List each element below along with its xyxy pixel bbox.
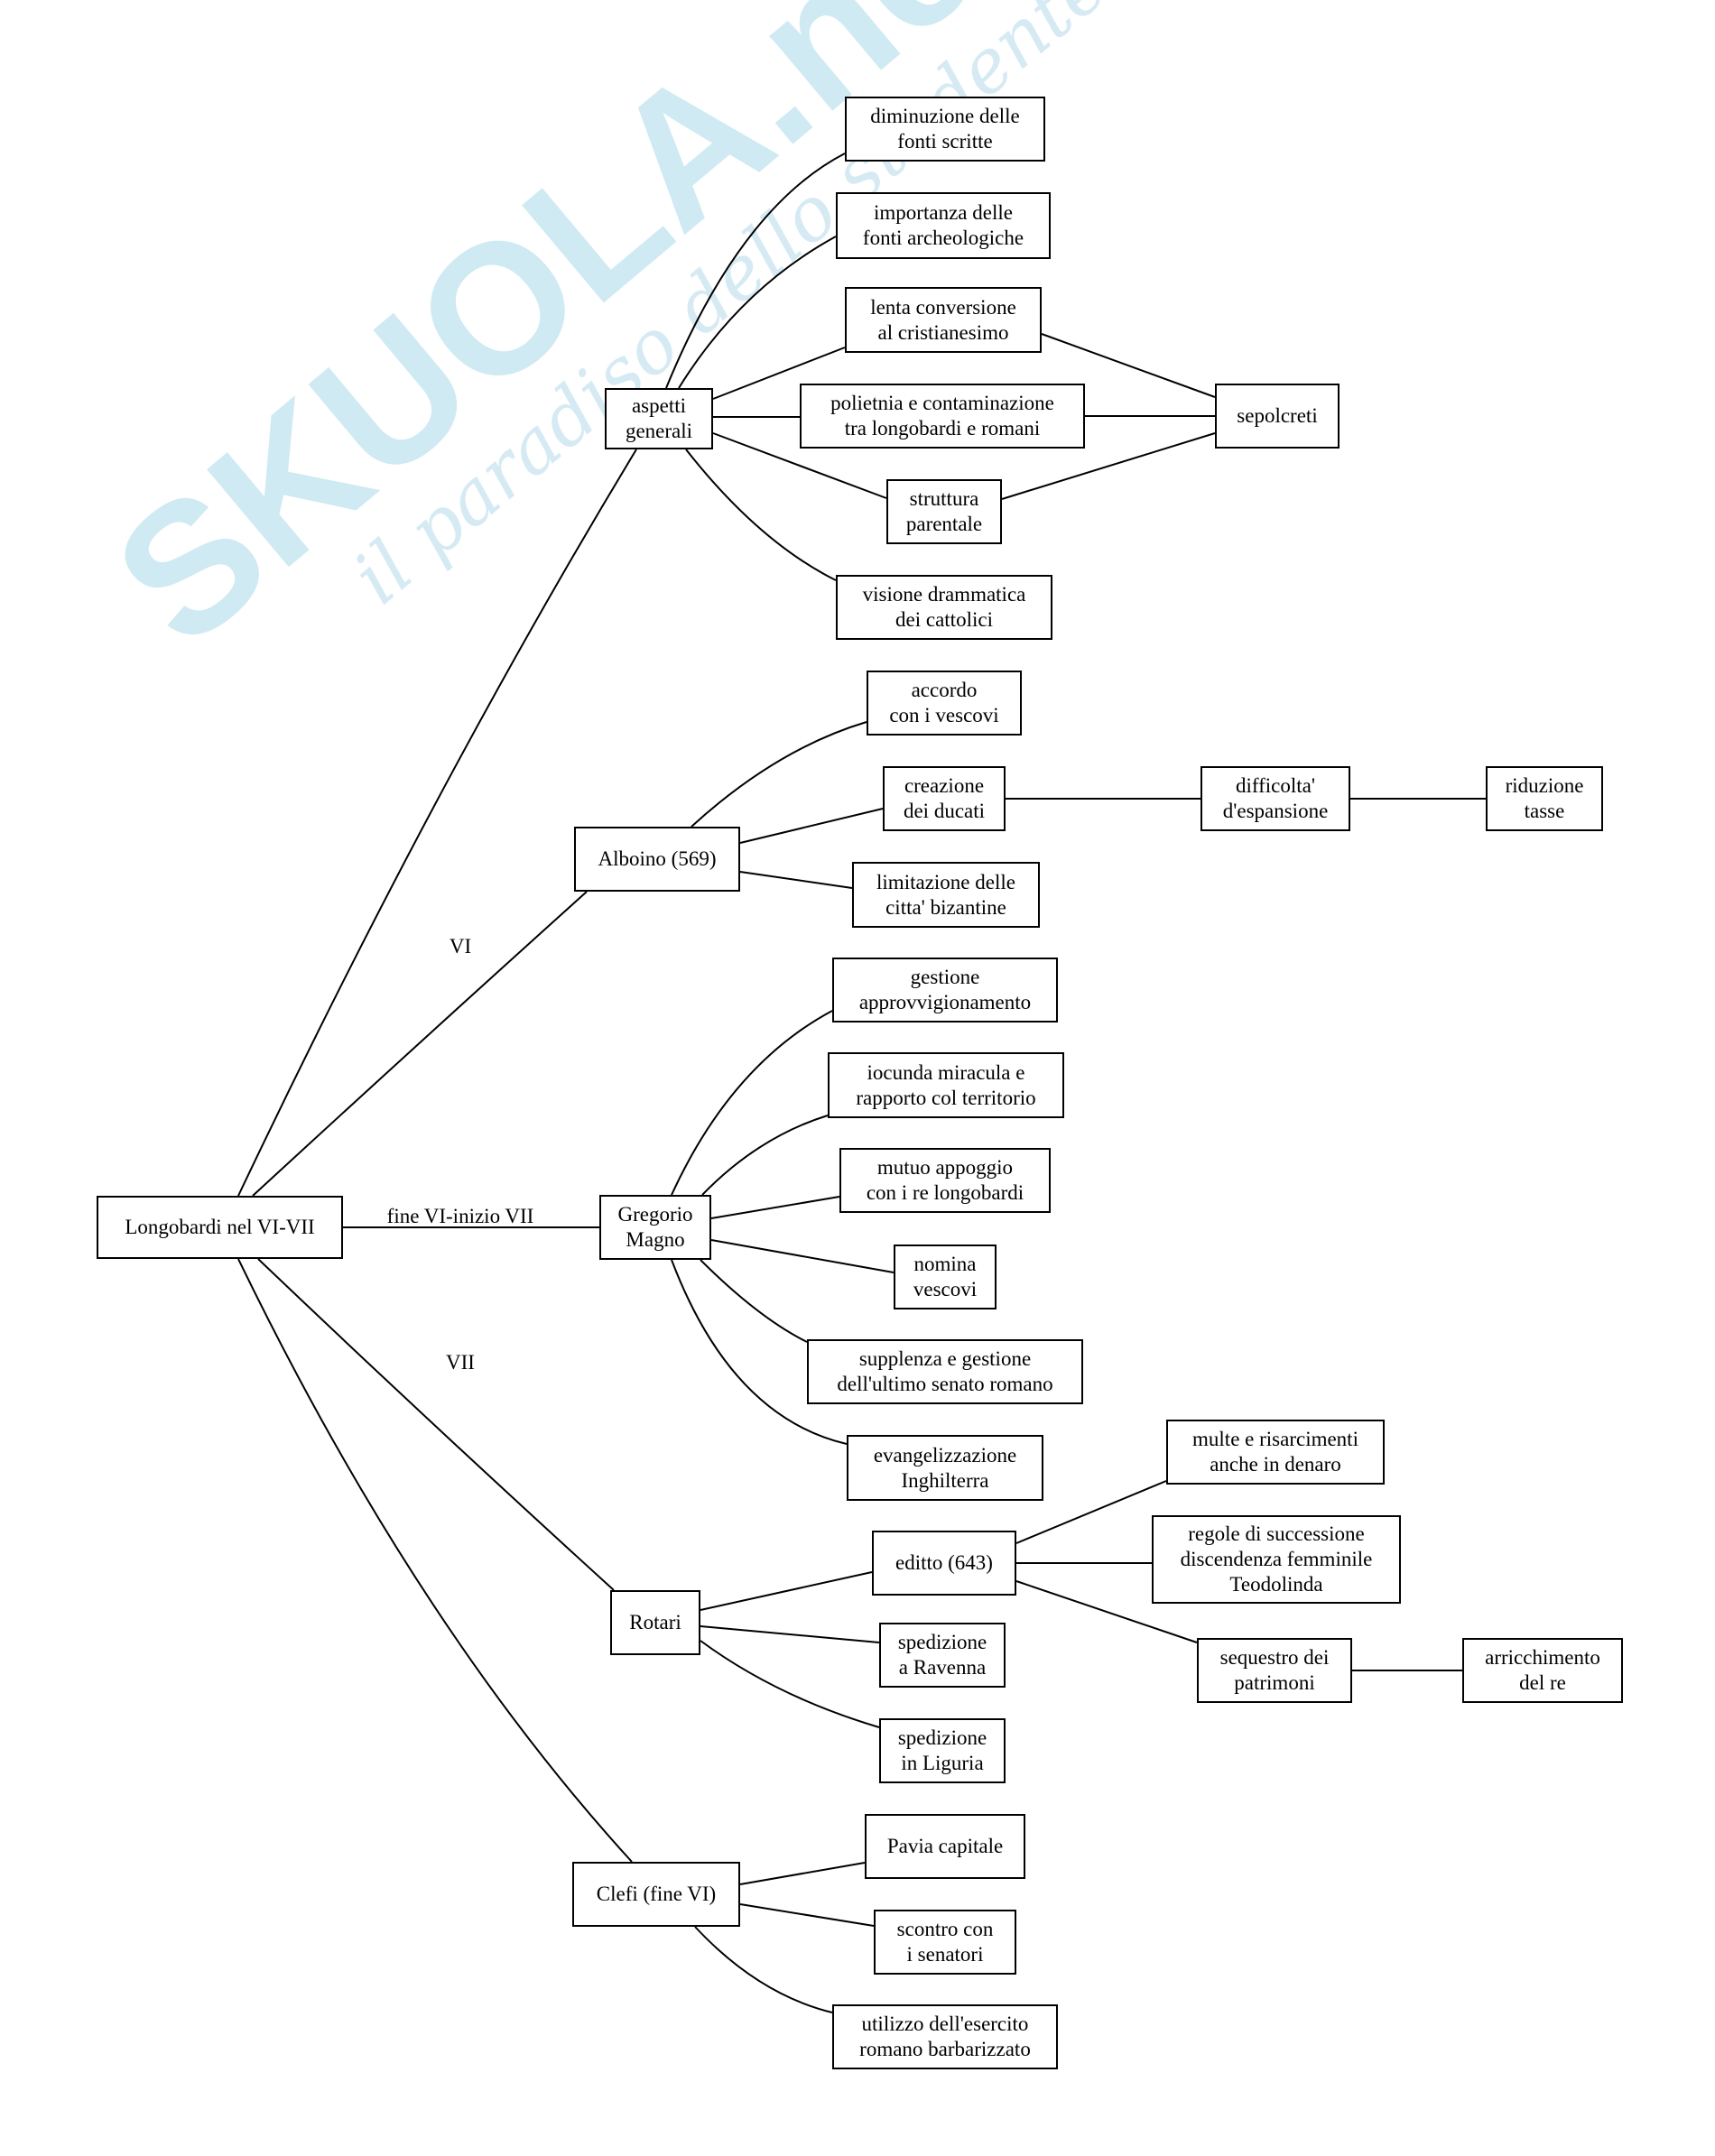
- node-creazione-ducati: creazione dei ducati: [883, 766, 1006, 831]
- node-longobardi: Longobardi nel VI-VII: [97, 1196, 343, 1259]
- node-editto: editto (643): [872, 1531, 1016, 1596]
- edge-lenta-sepolcreti: [1041, 333, 1216, 398]
- node-gestione-approvvigionamento: gestione approvvigionamento: [832, 958, 1058, 1022]
- node-aspetti-generali: aspetti generali: [605, 388, 713, 449]
- edge-rotari-liguria: [700, 1640, 880, 1728]
- edge-rotari-editto: [700, 1571, 873, 1611]
- edge-rotari-ravenna: [700, 1625, 880, 1643]
- node-regole-successione: regole di successione discendenza femmin…: [1152, 1515, 1401, 1604]
- node-riduzione-tasse: riduzione tasse: [1486, 766, 1603, 831]
- node-rotari: Rotari: [610, 1590, 700, 1655]
- edge-gregorio-iocunda: [701, 1115, 829, 1196]
- edge-gregorio-mutuo: [710, 1196, 840, 1219]
- node-clefi: Clefi (fine VI): [572, 1862, 740, 1927]
- edge-editto-sequestro: [1015, 1580, 1198, 1643]
- edge-alboino-limitazione: [739, 871, 853, 889]
- edge-root-rotari: [257, 1258, 615, 1591]
- edge-aspetti-dimin: [665, 153, 846, 389]
- node-gregorio-magno: Gregorio Magno: [599, 1195, 711, 1260]
- edge-aspetti-import: [678, 236, 837, 389]
- node-pavia-capitale: Pavia capitale: [865, 1814, 1025, 1879]
- node-sequestro-patrimoni: sequestro dei patrimoni: [1197, 1638, 1352, 1703]
- edge-label-vii: VII: [446, 1351, 475, 1374]
- node-iocunda-miracula: iocunda miracula e rapporto col territor…: [828, 1052, 1064, 1118]
- edge-aspetti-struttura: [712, 432, 887, 499]
- node-multe-risarcimenti: multe e risarcimenti anche in denaro: [1166, 1420, 1385, 1485]
- edge-root-clefi: [237, 1258, 633, 1863]
- node-supplenza-senato: supplenza e gestione dell'ultimo senato …: [807, 1339, 1083, 1404]
- edge-root-aspetti: [237, 449, 637, 1197]
- edge-alboino-accordo: [691, 721, 867, 828]
- edge-label-vi: VI: [449, 935, 472, 958]
- node-importanza-fonti: importanza delle fonti archeologiche: [836, 192, 1051, 259]
- edge-alboino-creazione: [739, 808, 884, 844]
- edge-gregorio-gestione: [671, 1010, 833, 1196]
- node-sepolcreti: sepolcreti: [1215, 384, 1340, 449]
- edge-struttura-sepolcreti: [1001, 432, 1216, 500]
- edge-clefi-scontro: [739, 1903, 875, 1927]
- node-limitazione-citta: limitazione delle citta' bizantine: [852, 862, 1040, 928]
- node-difficolta-espansione: difficolta' d'espansione: [1200, 766, 1350, 831]
- node-polietnia: polietnia e contaminazione tra longobard…: [800, 384, 1085, 449]
- edge-clefi-utilizzo: [694, 1926, 833, 2013]
- node-accordo-vescovi: accordo con i vescovi: [867, 671, 1022, 736]
- edge-aspetti-lenta: [712, 347, 846, 400]
- edge-editto-multe: [1015, 1480, 1167, 1544]
- edge-aspetti-visione: [685, 449, 837, 581]
- node-lenta-conversione: lenta conversione al cristianesimo: [845, 287, 1042, 353]
- node-utilizzo-esercito: utilizzo dell'esercito romano barbarizza…: [832, 2004, 1058, 2069]
- node-struttura-parentale: struttura parentale: [886, 479, 1002, 544]
- node-spedizione-ravenna: spedizione a Ravenna: [879, 1623, 1006, 1688]
- edge-root-alboino: [252, 891, 588, 1197]
- edge-gregorio-supplenza: [700, 1259, 808, 1343]
- node-mutuo-appoggio: mutuo appoggio con i re longobardi: [839, 1148, 1051, 1213]
- node-diminuzione-fonti: diminuzione delle fonti scritte: [845, 97, 1045, 162]
- node-evangelizzazione: evangelizzazione Inghilterra: [847, 1435, 1043, 1501]
- node-visione-drammatica: visione drammatica dei cattolici: [836, 575, 1052, 640]
- node-spedizione-liguria: spedizione in Liguria: [879, 1718, 1006, 1783]
- edge-clefi-pavia: [739, 1862, 866, 1885]
- edge-gregorio-evangel: [671, 1259, 848, 1445]
- edge-gregorio-nomina: [710, 1239, 895, 1273]
- edge-label-fine-vi-inizio-vii: fine VI-inizio VII: [386, 1205, 534, 1227]
- node-scontro-senatori: scontro con i senatori: [874, 1910, 1016, 1975]
- node-alboino: Alboino (569): [574, 827, 740, 892]
- node-nomina-vescovi: nomina vescovi: [894, 1245, 997, 1309]
- node-arricchimento-re: arricchimento del re: [1462, 1638, 1623, 1703]
